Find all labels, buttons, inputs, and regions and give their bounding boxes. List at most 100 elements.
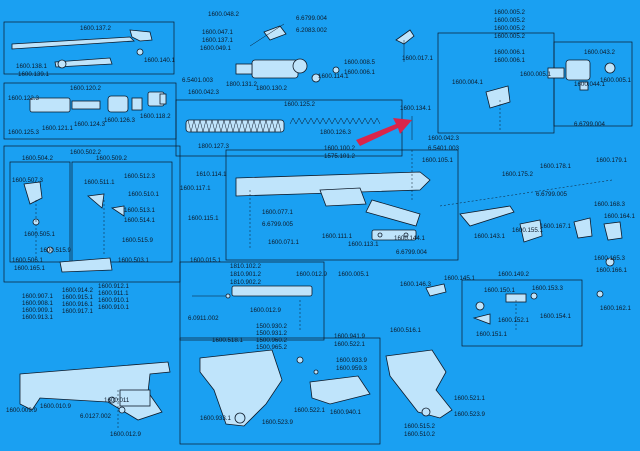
part-label: 1600.006.1 [494, 57, 526, 64]
part-label: 1600.151.1 [476, 331, 508, 338]
grips [199, 349, 453, 427]
part-label: 1600.152.1 [498, 317, 530, 324]
part-label: 1600.154.1 [540, 313, 572, 320]
part-label: 1600.907.1 [22, 293, 54, 300]
part-label: 1600.004.1 [452, 79, 484, 86]
cylinder-head [235, 23, 415, 83]
part-label: 6.6799.004 [574, 121, 606, 128]
part-label: 1600.006.1 [344, 69, 376, 76]
part-label: 1600.124.3 [74, 121, 106, 128]
part-label: 1600.178.1 [540, 163, 572, 170]
part-label: 1600.149.2 [498, 271, 530, 278]
part-label: 1600.509.2 [96, 155, 128, 162]
part-label: 1600.146.3 [400, 281, 432, 288]
part-label: 1600.515.9 [122, 237, 154, 244]
part-label: 1600.155.1 [512, 227, 544, 234]
part-label: 1600.911.1 [98, 290, 129, 297]
safety-parts [425, 283, 538, 325]
part-label: 1600.909.1 [22, 307, 54, 314]
part-label: 1600.005.1 [338, 271, 370, 278]
part-label: 1600.042.3 [428, 135, 460, 142]
part-label: 1600.521.1 [454, 395, 486, 402]
part-label: 1600.941.9 [334, 333, 366, 340]
part-label: 1600.121.1 [42, 125, 74, 132]
part-label: 1600.516.1 [390, 327, 422, 334]
part-label: 1600.126.3 [104, 117, 136, 124]
part-label: 1600.165.1 [14, 265, 46, 272]
part-label: 1600.518.1 [212, 337, 244, 344]
part-label: 6.6799.004 [296, 15, 328, 22]
part-label: 1600.914.2 [62, 287, 94, 294]
part-label: 1600.143.1 [474, 233, 506, 240]
part-label: 1600.168.3 [594, 201, 626, 208]
part-label: 1800.130.2 [256, 85, 288, 92]
frame [19, 361, 171, 421]
part-label: 1600.933.1 [200, 415, 232, 422]
trigger-parts [23, 181, 125, 273]
part-label: 1600.505.1 [24, 231, 56, 238]
part-label: 1600.144.1 [394, 235, 426, 242]
part-label: 1600.522.1 [334, 341, 366, 348]
part-label: 1600.120.2 [70, 85, 102, 92]
springs [185, 116, 413, 140]
part-label: 1600.145.1 [444, 275, 476, 282]
part-label: 1600.150.1 [484, 287, 516, 294]
part-label: 6.0127.002 [80, 413, 112, 420]
part-label: 1600.515.9 [40, 247, 72, 254]
part-label: 1600.940.1 [330, 409, 362, 416]
trigger-blade [459, 205, 623, 298]
section-frames [3, 21, 633, 445]
part-label: 1800.126.3 [320, 129, 352, 136]
part-label: 1600.005.2 [494, 25, 526, 32]
part-label: 1600.137.1 [202, 37, 234, 44]
part-label: 6.2083.002 [296, 27, 328, 34]
part-label: 1600.137.2 [80, 25, 112, 32]
part-label: 1600.100.2 [324, 145, 356, 152]
part-label: 1600.011 [104, 397, 130, 404]
part-label: 1600.910.1 [98, 297, 130, 304]
callout-arrow [356, 118, 412, 146]
part-label: 1600.008.5 [344, 59, 376, 66]
part-label: 1600.122.3 [8, 95, 40, 102]
part-label: 1600.010.9 [40, 403, 72, 410]
part-label: 1600.513.1 [124, 207, 156, 214]
part-label: 1500.965.2 [256, 344, 288, 351]
part-label: 6.0911.002 [188, 315, 219, 322]
rear-sight-parts [485, 59, 616, 109]
part-label: 1600.515.2 [404, 423, 436, 430]
part-label: 1600.012.9 [110, 431, 142, 438]
part-label: 1600.077.1 [262, 209, 294, 216]
part-label: 1575.101.2 [324, 153, 356, 160]
part-label: 1500.931.2 [256, 330, 288, 337]
part-label: 1600.017.1 [402, 55, 434, 62]
part-label: 1600.912.1 [98, 283, 130, 290]
part-label: 1500.960.2 [256, 337, 288, 344]
part-label: 1600.012.9 [250, 307, 282, 314]
part-label: 1600.167.1 [540, 223, 572, 230]
part-label: 1600.125.2 [284, 101, 316, 108]
part-label: 1600.165.3 [594, 255, 626, 262]
part-label: 1600.512.3 [124, 173, 156, 180]
part-label: 1600.506.1 [12, 257, 44, 264]
assembly-lines [35, 100, 613, 430]
part-label: 1600.048.2 [208, 11, 240, 18]
parts [11, 23, 623, 427]
part-label: 1600.507.3 [12, 177, 44, 184]
part-label: 1600.522.1 [294, 407, 326, 414]
part-label: 1600.005.2 [494, 33, 526, 40]
part-label: 1600.005.1 [600, 77, 632, 84]
part-label: 6.6799.004 [396, 249, 428, 256]
part-label: 1600.015.1 [190, 257, 222, 264]
part-label: 1600.916.1 [62, 301, 94, 308]
part-label: 1600.005.2 [494, 17, 526, 24]
part-label: 1810.901.2 [230, 271, 262, 278]
part-label: 1600.162.1 [600, 305, 632, 312]
part-label: 1600.514.1 [124, 217, 156, 224]
part-label: 1600.005.1 [520, 71, 552, 78]
part-label: 1800.127.3 [198, 143, 230, 150]
part-label: 1600.511.1 [84, 179, 115, 186]
part-label: 1600.915.1 [62, 294, 94, 301]
part-label: 1600.504.2 [22, 155, 54, 162]
part-label: 1800.131.2 [226, 81, 258, 88]
part-label: 6.6799.005 [262, 221, 294, 228]
